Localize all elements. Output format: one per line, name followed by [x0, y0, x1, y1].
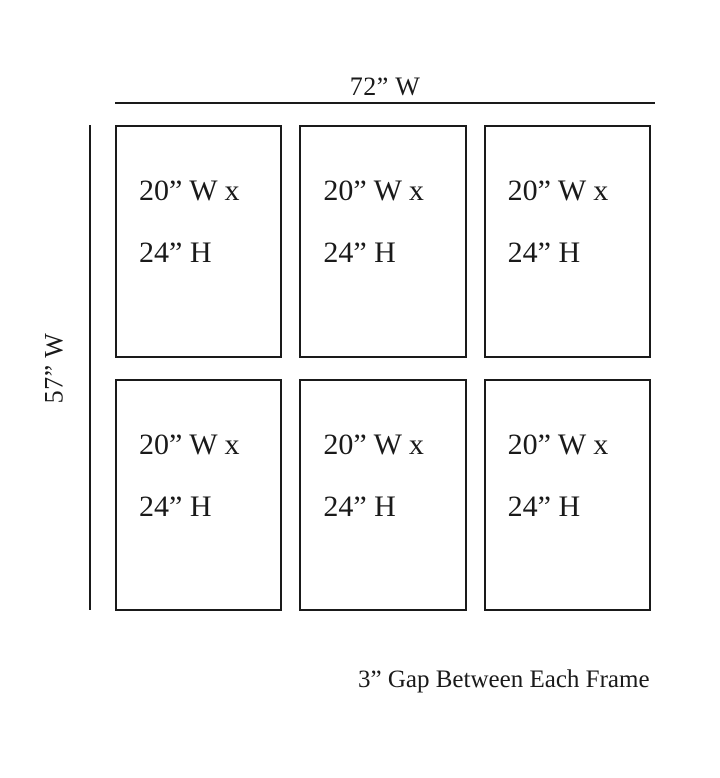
- frame-width-label: 20” W x: [323, 427, 424, 461]
- frame-width-label: 20” W x: [139, 427, 240, 461]
- frame-box-2: 20” W x 24” H: [299, 125, 467, 358]
- frame-width-label: 20” W x: [139, 174, 240, 207]
- frame-width-label: 20” W x: [507, 427, 609, 461]
- frame-width-label: 20” W x: [323, 174, 424, 207]
- frame-height-label: 24” H: [507, 236, 581, 269]
- left-height-dimension-label-wrap: 57” W: [30, 125, 78, 610]
- frame-box-3: 20” W x 24” H: [483, 125, 651, 358]
- frame-width-label: 20” W x: [507, 174, 609, 207]
- frame-grid: 20” W x 24” H 20” W x 24” H 20” W x 24” …: [115, 125, 651, 611]
- frame-height-label: 24” H: [507, 489, 581, 523]
- top-width-dimension-line: [115, 102, 655, 104]
- frame-height-label: 24” H: [323, 236, 396, 269]
- frame-box-1: 20” W x 24” H: [115, 125, 283, 358]
- gap-note: 3” Gap Between Each Frame: [358, 666, 650, 693]
- frame-box-4: 20” W x 24” H: [115, 378, 283, 611]
- frame-box-5: 20” W x 24” H: [299, 378, 467, 611]
- frame-height-label: 24” H: [323, 489, 396, 523]
- frame-height-label: 24” H: [139, 236, 212, 269]
- frame-height-label: 24” H: [139, 489, 212, 523]
- left-height-dimension-label: 57” W: [39, 332, 68, 403]
- top-width-dimension-label: 72” W: [349, 72, 421, 101]
- left-height-dimension-line: [89, 125, 91, 610]
- frame-box-6: 20” W x 24” H: [483, 378, 651, 611]
